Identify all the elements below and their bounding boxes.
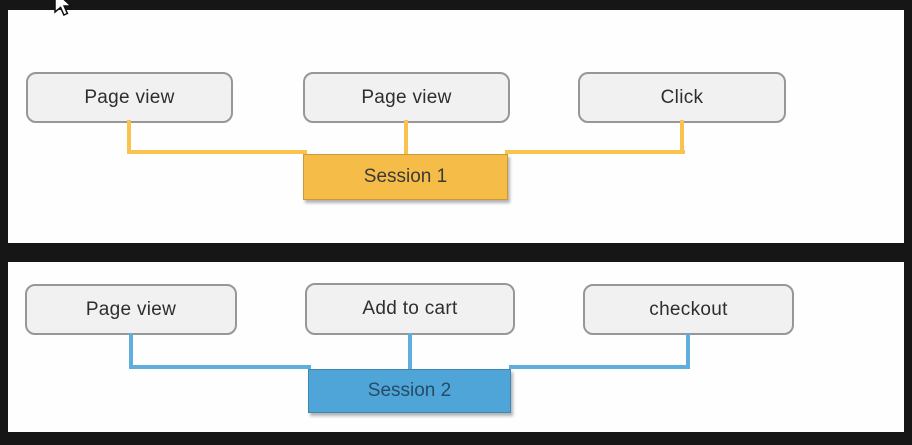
- connector-vertical-left: [129, 333, 133, 369]
- mouse-cursor-icon: [54, 0, 73, 16]
- session-1-panel: Page view Page view Click Session 1: [8, 10, 904, 243]
- session-1-box: Session 1: [303, 154, 508, 200]
- connector-vertical-middle: [408, 333, 412, 371]
- connector-vertical-middle: [404, 120, 408, 156]
- connector-vertical-right: [686, 334, 690, 369]
- connector-vertical-left: [127, 120, 131, 154]
- event-node-checkout: checkout: [583, 284, 794, 335]
- session-2-panel: Page view Add to cart checkout Session 2: [8, 262, 904, 432]
- event-node-page-view-1: Page view: [26, 72, 233, 123]
- event-node-page-view-3: Page view: [25, 284, 237, 335]
- event-node-add-to-cart: Add to cart: [305, 283, 515, 335]
- connector-horizontal-right: [505, 150, 685, 154]
- connector-horizontal-left: [129, 365, 311, 369]
- event-node-click: Click: [578, 72, 786, 123]
- event-node-page-view-2: Page view: [303, 72, 510, 123]
- connector-horizontal-left: [127, 150, 307, 154]
- session-2-box: Session 2: [308, 369, 511, 413]
- connector-horizontal-right: [509, 365, 690, 369]
- connector-vertical-right: [680, 120, 684, 154]
